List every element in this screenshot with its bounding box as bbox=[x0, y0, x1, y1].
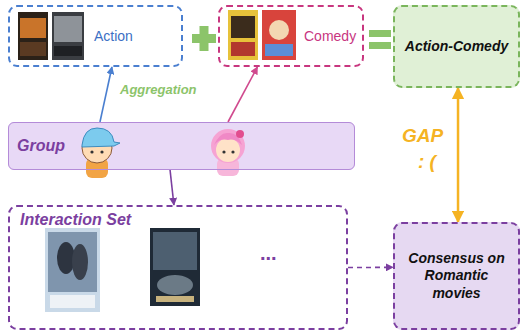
girl-character bbox=[211, 129, 245, 176]
node-title: Action bbox=[94, 28, 133, 46]
edge-label: GAP bbox=[402, 125, 443, 147]
group-box: Group bbox=[8, 122, 355, 170]
plus-symbol bbox=[192, 26, 216, 51]
group-fill bbox=[8, 122, 355, 170]
boy-character bbox=[82, 128, 120, 178]
action-box: Action bbox=[8, 5, 183, 67]
sad-face: : ( bbox=[418, 151, 436, 173]
node-title: Interaction Set bbox=[20, 210, 131, 230]
aggregation-label: Aggregation bbox=[120, 82, 197, 97]
connector-arrow bbox=[228, 67, 257, 122]
comedy-posters bbox=[228, 10, 296, 60]
node-title: Action-Comedy bbox=[405, 38, 508, 56]
comedy-box: Comedy bbox=[218, 5, 364, 67]
node-title: Group bbox=[17, 136, 65, 156]
node-body: ... bbox=[260, 241, 277, 266]
equals-symbol bbox=[369, 30, 391, 49]
connector-arrow bbox=[457, 88, 460, 222]
connector-arrow bbox=[348, 267, 393, 269]
consensus-box: Consensus on Romantic movies bbox=[393, 222, 520, 330]
result-box: Action-Comedy bbox=[393, 5, 520, 88]
connector-arrow bbox=[100, 67, 112, 122]
connector-arrow bbox=[170, 170, 174, 205]
interaction-set-box: Interaction Set... bbox=[8, 205, 348, 330]
node-title: Consensus on Romantic movies bbox=[404, 250, 509, 303]
node-title: Comedy bbox=[304, 28, 356, 46]
action-posters bbox=[18, 12, 84, 60]
romance-posters bbox=[45, 228, 200, 312]
